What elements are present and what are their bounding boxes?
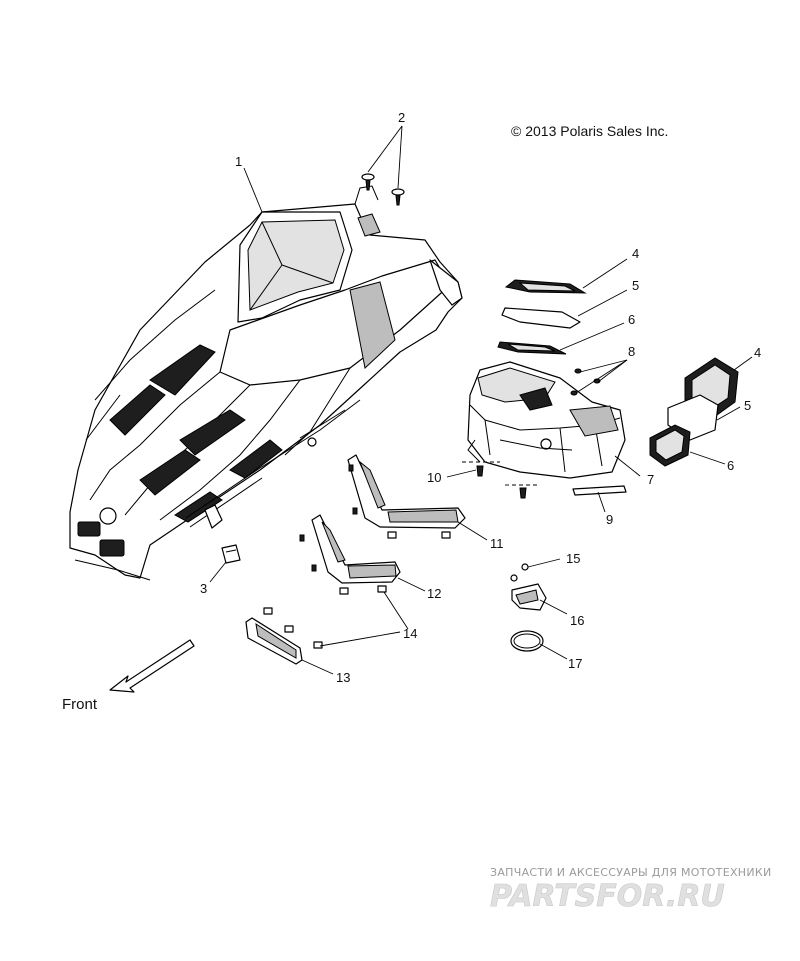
callout-16: 16	[570, 613, 584, 628]
callout-3: 3	[200, 581, 207, 596]
leader-lines	[209, 125, 753, 675]
callout-10: 10	[427, 470, 441, 485]
callout-7: 7	[647, 472, 654, 487]
callout-11: 11	[490, 536, 504, 551]
watermark-tagline: ЗАПЧАСТИ И АКСЕССУАРЫ ДЛЯ МОТОТЕХНИКИ	[490, 866, 772, 879]
callout-5-top: 5	[632, 278, 639, 293]
callout-1: 1	[235, 154, 242, 169]
callout-6-side: 6	[727, 458, 734, 473]
callout-13: 13	[336, 670, 350, 685]
callout-4-side: 4	[754, 345, 761, 360]
callout-17: 17	[568, 656, 582, 671]
callout-4-top: 4	[632, 246, 639, 261]
vent-grille-part-11	[347, 454, 466, 539]
screws-part-8	[570, 368, 601, 396]
front-label: Front	[62, 696, 98, 713]
callout-5-side: 5	[744, 398, 751, 413]
airbox-part-7	[467, 361, 626, 479]
callout-labels: 1 2 3 4 4 5 5 6 6 7 8 9 10 11 12 13 14 1…	[200, 110, 761, 685]
watermark: ЗАПЧАСТИ И АКСЕССУАРЫ ДЛЯ МОТОТЕХНИКИ PA…	[490, 866, 772, 914]
callout-2: 2	[398, 110, 405, 125]
rivet-group-2	[361, 173, 405, 206]
callout-6-top: 6	[628, 312, 635, 327]
strip-part-9	[572, 485, 627, 496]
clip-part-3	[221, 544, 241, 564]
vent-stack-side	[649, 357, 739, 467]
copyright-text: © 2013 Polaris Sales Inc.	[511, 123, 668, 139]
callout-14: 14	[403, 626, 417, 641]
hood-assembly	[69, 185, 463, 581]
small-parts-15-16-17	[510, 563, 547, 652]
vent-stack-top	[497, 279, 587, 355]
front-arrow	[109, 639, 195, 693]
callout-15: 15	[566, 551, 580, 566]
watermark-brand: PARTSFOR.RU	[490, 879, 725, 914]
vent-grille-part-12	[299, 514, 401, 595]
fasteners-part-10	[462, 461, 540, 499]
vent-grille-part-13	[245, 607, 323, 665]
callout-9: 9	[606, 512, 613, 527]
callout-8: 8	[628, 344, 635, 359]
callout-12: 12	[427, 586, 441, 601]
